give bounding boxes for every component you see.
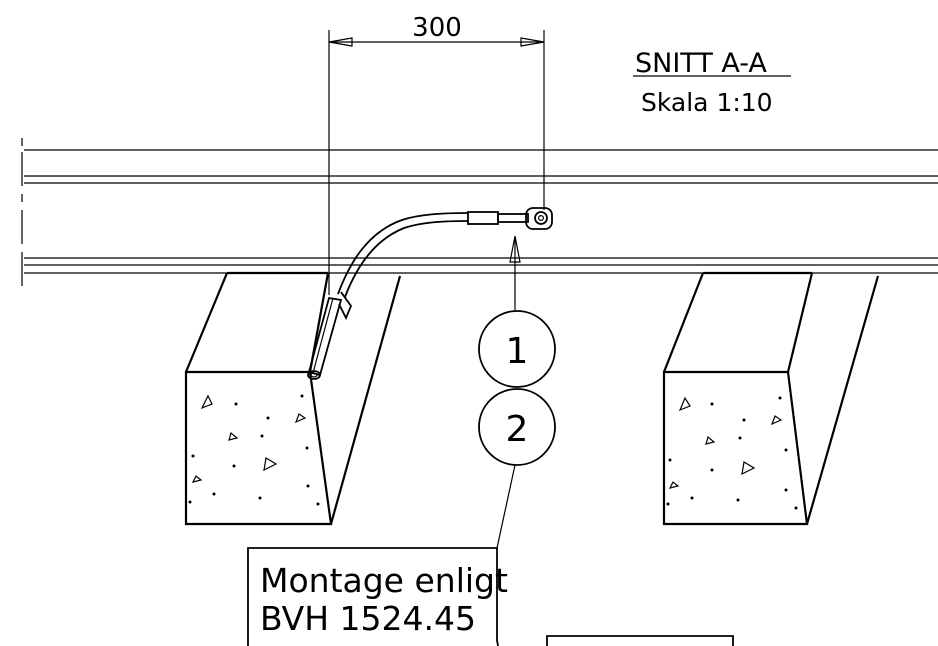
concrete-hatch-left <box>188 394 320 506</box>
partial-note-box <box>546 635 734 646</box>
balloon-2-label: 2 <box>506 409 529 450</box>
cable <box>307 212 469 380</box>
balloon-leader <box>496 464 516 549</box>
section-title: SNITT A-A <box>635 48 767 79</box>
rail <box>24 149 938 274</box>
sleeper-right <box>662 271 880 526</box>
note-line-2: BVH 1524.45 <box>260 599 476 638</box>
cable-terminal <box>467 207 553 230</box>
note-box <box>247 547 499 646</box>
sleeper-left <box>184 271 402 526</box>
balloon-2 <box>478 388 556 466</box>
balloon-1 <box>478 310 556 388</box>
balloon-1-label: 1 <box>506 331 529 372</box>
dimension-300 <box>328 30 545 295</box>
concrete-hatch-right <box>666 396 798 510</box>
dimension-label: 300 <box>412 13 462 43</box>
note-line-1: Montage enligt <box>260 561 508 600</box>
leader-arrow <box>509 235 521 310</box>
scale-label: Skala 1:10 <box>641 88 773 117</box>
